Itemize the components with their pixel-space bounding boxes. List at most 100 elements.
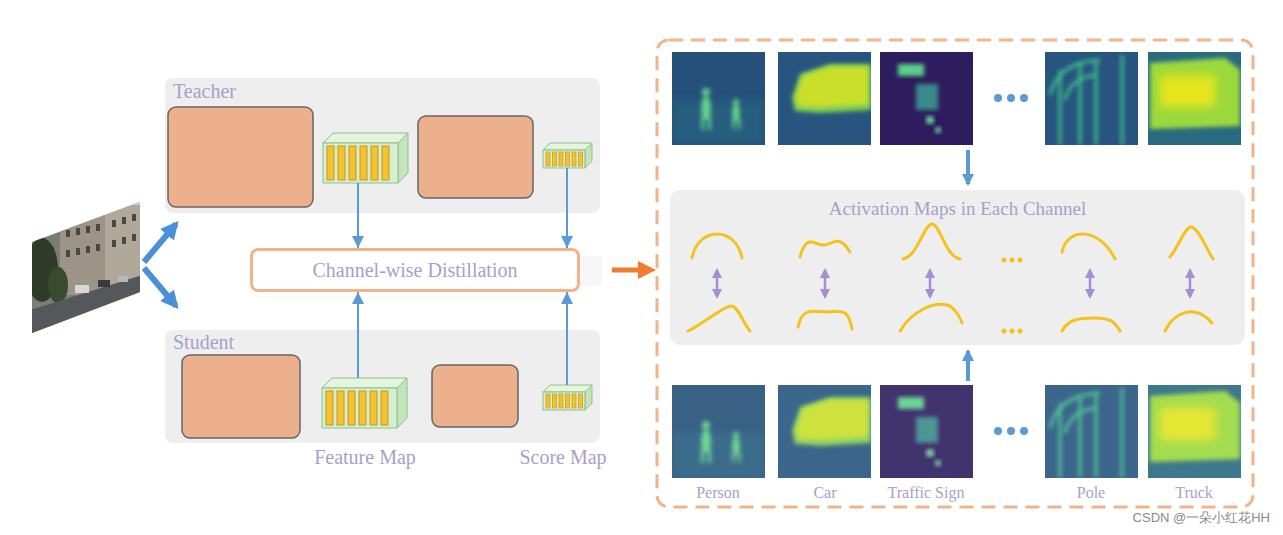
input-photo [96, 244, 100, 251]
feature-map-cube [381, 391, 388, 425]
student-heatmaps [672, 385, 1241, 478]
input-photo [132, 214, 136, 221]
feature-arrow [357, 292, 359, 378]
person-heatmap [708, 116, 711, 130]
student-network [182, 355, 300, 438]
feature-map-cube [359, 391, 366, 425]
input-photo [86, 226, 90, 233]
map-label: Score Map [519, 446, 606, 469]
ellipsis-dots [1018, 258, 1023, 263]
node-title: Activation Maps in Each Channel [829, 198, 1087, 220]
student-network [432, 365, 518, 427]
ellipsis-dots [1002, 258, 1023, 334]
teacher-heatmaps [672, 52, 1241, 145]
truck-heatmap [1148, 52, 1241, 145]
activation-curve [800, 241, 850, 257]
pole-heatmap [1079, 62, 1082, 145]
feature-map-cube [360, 146, 367, 180]
flow-arrow [966, 351, 970, 381]
detail-arrow [612, 268, 650, 273]
activation-curve [688, 306, 750, 331]
score-map-cube [546, 152, 550, 166]
traffic-sign-heatmap [898, 64, 924, 76]
compare-arrow [929, 270, 932, 297]
ellipsis-dots [1002, 329, 1007, 334]
pole-heatmap [1050, 55, 1122, 145]
feature-map-cube [327, 146, 389, 180]
node-title: Channel-wise Distillation [313, 259, 518, 282]
score-map-cube [553, 394, 557, 408]
input-arrow [144, 224, 176, 262]
score-map-cube [543, 143, 592, 150]
score-map-cube [543, 392, 585, 410]
input-photo [66, 214, 136, 257]
feature-map-cube [370, 391, 377, 425]
ellipsis-dots [1007, 427, 1015, 435]
truck-heatmap [1160, 75, 1215, 107]
feature-map-cube [323, 133, 408, 183]
feature-map-cube [398, 133, 408, 183]
input-arrow [144, 268, 176, 306]
score-map-cube [546, 152, 583, 166]
input-photo [75, 285, 89, 293]
feature-map-cube [382, 146, 389, 180]
car-heatmap [778, 52, 871, 145]
compare-arrow [717, 270, 1190, 297]
teacher-network [418, 116, 533, 198]
ellipsis-dots [1002, 258, 1007, 263]
input-photo [26, 200, 142, 335]
activation-panel: Activation Maps in Each Channel [670, 190, 1245, 345]
truck-heatmap [1148, 52, 1241, 145]
activation-curve [1062, 234, 1115, 259]
student-network [165, 330, 600, 443]
teacher-network [165, 78, 600, 213]
feature-map-cube [349, 146, 356, 180]
compare-arrow [824, 270, 827, 297]
teacher-network [165, 78, 600, 213]
feature-map-cube [371, 146, 378, 180]
ellipsis-dots [1020, 427, 1028, 435]
ellipsis-dots [1018, 329, 1023, 334]
student-network [165, 330, 600, 443]
class-label: Traffic Sign [888, 484, 965, 502]
pole-heatmap [1121, 55, 1124, 145]
feature-map-cube [322, 378, 407, 428]
feature-arrow [566, 168, 568, 248]
map-label: Feature Map [314, 446, 416, 469]
score-map-cube [543, 385, 592, 392]
ellipsis-dots [1010, 329, 1015, 334]
person-heatmap [701, 88, 741, 130]
input-photo [96, 224, 100, 231]
car-heatmap [796, 67, 868, 107]
score-map-cube [559, 152, 563, 166]
feature-map-cube [327, 146, 334, 180]
person-heatmap [702, 88, 710, 96]
input-photo [98, 280, 110, 287]
input-photo [112, 240, 116, 247]
arrow-tail-ground [580, 256, 602, 286]
feature-map-cube [322, 388, 397, 428]
input-photo [66, 250, 70, 257]
score-map-cube [543, 385, 592, 410]
activation-curve [1062, 318, 1120, 331]
input-photo [76, 248, 80, 255]
feature-map-cube [338, 146, 345, 180]
pole-heatmap [1059, 70, 1062, 145]
score-map-cube [566, 152, 570, 166]
traffic-sign-heatmap [935, 127, 941, 133]
ellipsis-dots [1010, 258, 1015, 263]
traffic-sign-heatmap [880, 52, 973, 145]
node-title: Teacher [173, 80, 236, 103]
feature-map-cube [326, 391, 333, 425]
car-heatmap [778, 52, 871, 145]
pole-heatmap [1045, 52, 1138, 145]
score-map-cube [572, 394, 576, 408]
score-map-cube [546, 394, 550, 408]
traffic-sign-heatmap [926, 116, 934, 124]
input-photo [30, 275, 142, 335]
input-photo [132, 234, 136, 241]
input-photo [76, 228, 80, 235]
pole-heatmap [1045, 52, 1138, 145]
pole-heatmap [1065, 75, 1096, 100]
traffic-sign-heatmap [916, 84, 938, 110]
